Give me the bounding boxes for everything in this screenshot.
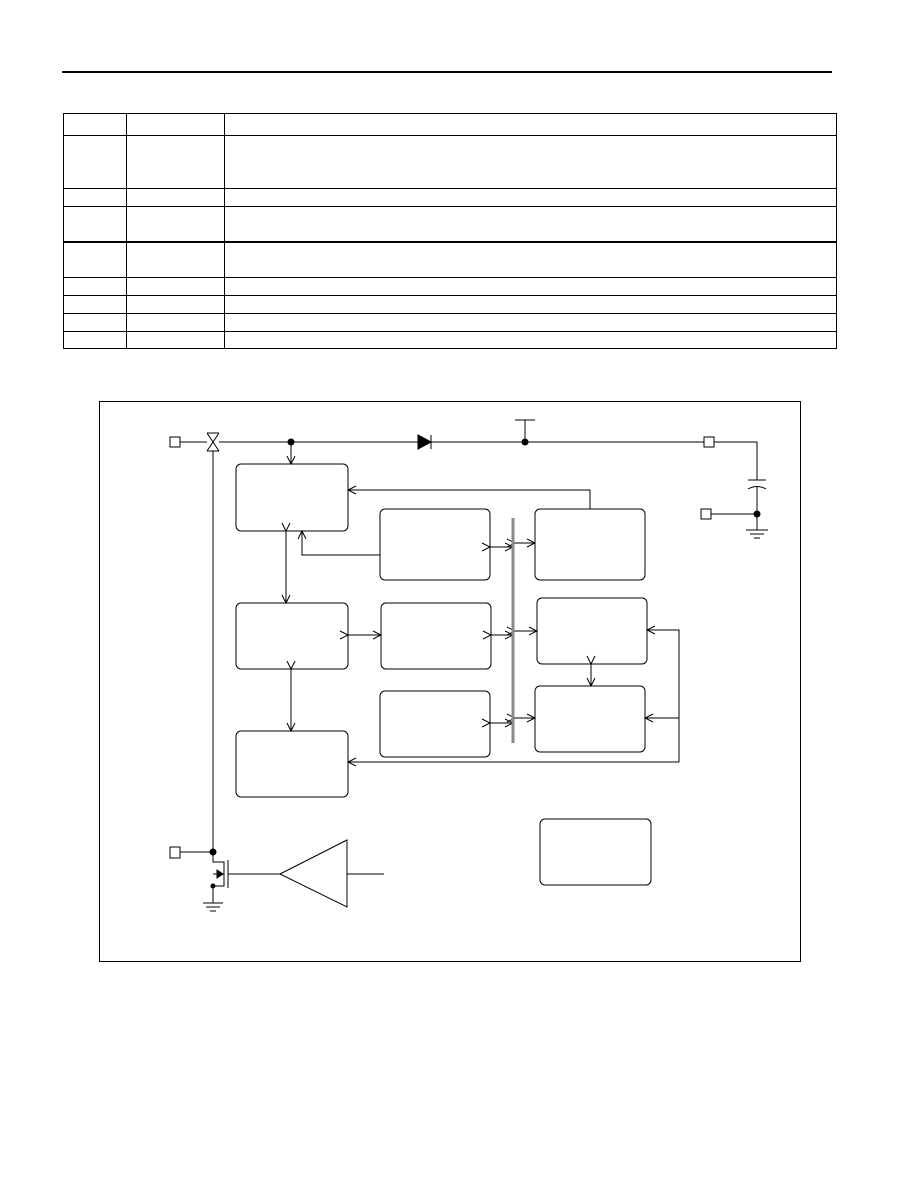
header-rule [62, 71, 832, 73]
feedback-arrow-right-middle [647, 630, 680, 762]
block-top-left [235, 463, 349, 532]
right-terminal-bottom [700, 508, 712, 520]
block-right-top [534, 508, 646, 581]
table-row [63, 135, 837, 189]
arrow-mid-to-top-left [302, 531, 380, 556]
right-terminal-top [703, 436, 715, 448]
capacitor-plate-bottom [747, 486, 767, 490]
block-left-bottom [235, 730, 349, 798]
table-header-row [63, 113, 837, 136]
block-center-bottom [379, 690, 491, 758]
block-center-middle [380, 602, 492, 670]
table-row [63, 240, 837, 278]
block-left-middle [235, 602, 349, 670]
junction-dot [210, 883, 216, 889]
block-right-bottom [534, 685, 646, 753]
diode-icon [417, 434, 433, 450]
junction-dot [287, 438, 295, 446]
io-pin-terminal [169, 436, 181, 448]
junction-dot [753, 510, 761, 518]
table-cell [224, 135, 837, 189]
cap-wire-top [714, 441, 758, 480]
lower-io-pin-terminal [169, 846, 181, 859]
junction-dot [209, 848, 217, 856]
table-cell [126, 135, 225, 189]
transmission-gate-symbol [206, 432, 220, 452]
table-cell [224, 331, 837, 349]
block-diagram-frame [99, 401, 801, 962]
table-row [63, 331, 837, 349]
block-standalone [539, 818, 652, 886]
junction-dot [521, 438, 529, 446]
feedback-arrow-top [348, 490, 591, 509]
block-mid-top [379, 508, 491, 581]
buffer-triangle-icon [278, 839, 348, 908]
block-right-middle [536, 597, 648, 665]
pin-description-table [63, 113, 837, 349]
